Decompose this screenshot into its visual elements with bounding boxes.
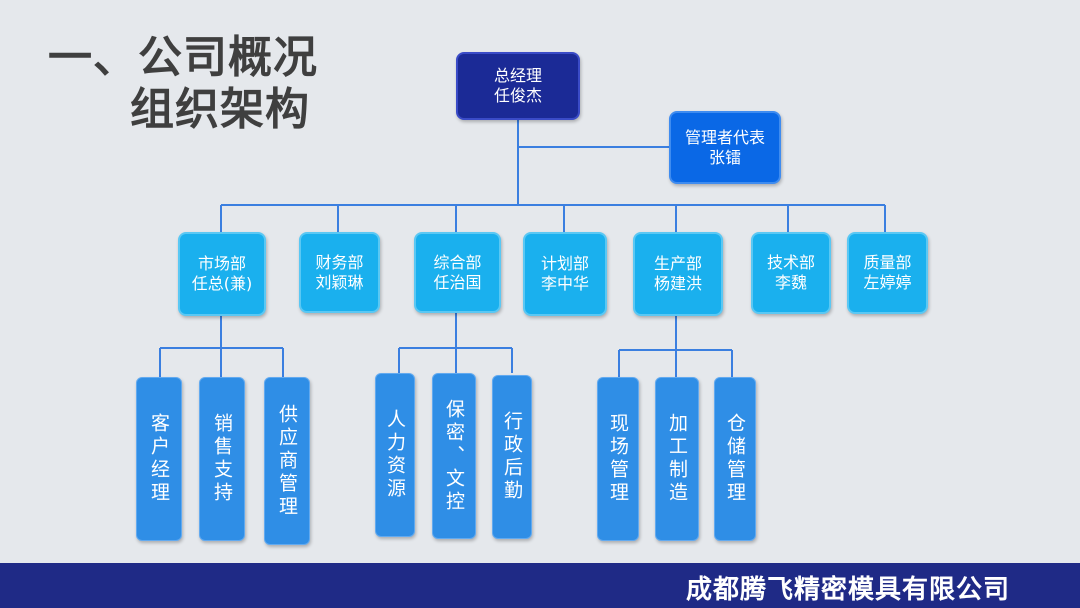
dept-head: 任治国 (433, 272, 482, 292)
sub-unit-label: 行政后勤 (501, 411, 523, 503)
dept-head: 左婷婷 (863, 273, 912, 292)
dept-name: 市场部 (197, 254, 246, 273)
management-rep-box: 管理者代表 张镭 (669, 111, 781, 184)
sub-unit-label: 保密、文控 (443, 398, 465, 514)
sub-unit-label: 供应商管理 (276, 403, 298, 519)
dept-name: 综合部 (433, 252, 482, 272)
sub-unit-customer-manager: 客户经理 (136, 377, 182, 541)
sub-unit-label: 现场管理 (607, 413, 629, 505)
dept-head: 刘颖琳 (315, 272, 364, 292)
dept-head: 杨建洪 (653, 274, 702, 293)
rep-name: 张镭 (708, 147, 741, 167)
dept-head: 任总(兼) (191, 274, 253, 293)
sub-unit-label: 销售支持 (211, 413, 233, 505)
sub-unit-label: 仓储管理 (724, 413, 746, 505)
sub-unit-machining: 加工制造 (655, 377, 699, 541)
dept-box-technical: 技术部 李魏 (751, 232, 831, 314)
rep-role: 管理者代表 (684, 127, 765, 147)
dept-box-production: 生产部 杨建洪 (633, 232, 723, 316)
dept-box-quality: 质量部 左婷婷 (847, 232, 928, 314)
dept-box-planning: 计划部 李中华 (523, 232, 607, 316)
general-manager-box: 总经理 任俊杰 (456, 52, 580, 120)
sub-unit-supplier-mgmt: 供应商管理 (264, 377, 310, 545)
gm-role: 总经理 (493, 66, 542, 85)
dept-box-general: 综合部 任治国 (414, 232, 501, 313)
sub-unit-confidential-docs: 保密、文控 (432, 373, 476, 539)
dept-name: 计划部 (540, 254, 589, 273)
sub-unit-label: 客户经理 (148, 413, 170, 505)
dept-name: 生产部 (653, 254, 702, 273)
gm-name: 任俊杰 (493, 86, 542, 105)
sub-unit-admin-logistics: 行政后勤 (492, 375, 532, 539)
sub-unit-hr: 人力资源 (375, 373, 415, 537)
dept-head: 李魏 (774, 273, 807, 292)
dept-box-market: 市场部 任总(兼) (178, 232, 266, 316)
section-subtitle: 组织架构 (130, 84, 310, 135)
section-title: 一、公司概况 (48, 32, 318, 83)
sub-unit-label: 加工制造 (666, 413, 688, 505)
dept-head: 李中华 (540, 274, 589, 293)
sub-unit-site-mgmt: 现场管理 (597, 377, 639, 541)
dept-name: 财务部 (315, 252, 364, 272)
footer-bar: 成都腾飞精密模具有限公司 (0, 563, 1080, 608)
sub-unit-label: 人力资源 (384, 409, 406, 501)
sub-unit-warehouse: 仓储管理 (714, 377, 756, 541)
company-name: 成都腾飞精密模具有限公司 (685, 575, 1010, 605)
dept-box-finance: 财务部 刘颖琳 (299, 232, 380, 313)
sub-unit-sales-support: 销售支持 (199, 377, 245, 541)
dept-name: 技术部 (766, 253, 815, 272)
dept-name: 质量部 (863, 253, 912, 272)
